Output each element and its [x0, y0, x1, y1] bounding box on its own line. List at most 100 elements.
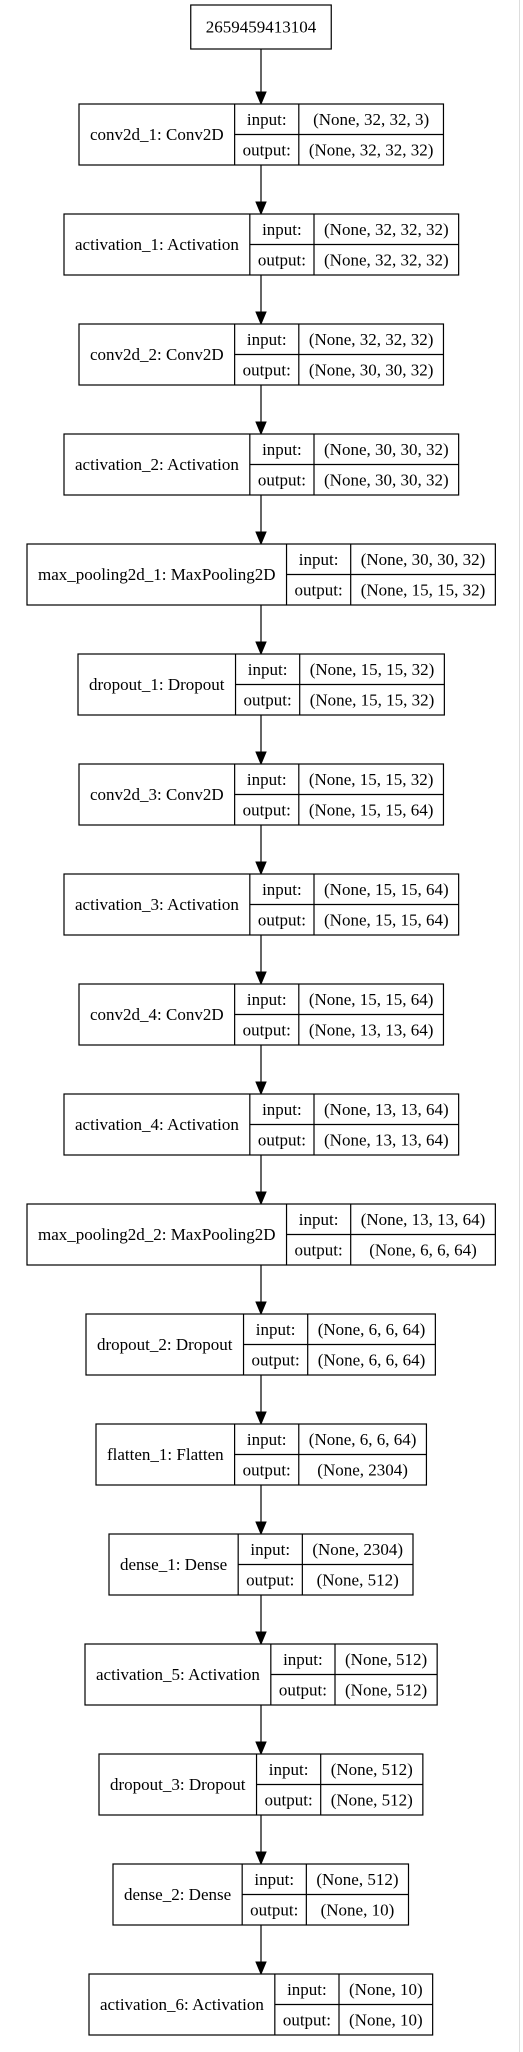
output-port-label: output:	[258, 470, 306, 489]
output-port-label: output:	[265, 1790, 313, 1809]
layer-name: max_pooling2d_2: MaxPooling2D	[38, 1225, 276, 1244]
output-port-label: output:	[243, 1460, 291, 1479]
output-shape-value: (None, 6, 6, 64)	[318, 1350, 426, 1369]
input-port-label: input:	[247, 1430, 287, 1449]
input-port-label: input:	[287, 1980, 327, 1999]
edge-arrow	[255, 1705, 267, 1756]
layer-node: flatten_1: Flatten input: output: (None, 6,…	[95, 1423, 428, 1486]
output-port-label: output:	[258, 1130, 306, 1149]
layer-node: dropout_2: Dropout input: output: (None, 6,…	[85, 1313, 436, 1376]
input-shape-value: (None, 13, 13, 64)	[361, 1210, 486, 1229]
input-port-label: input:	[262, 220, 302, 239]
layer-node: activation_4: Activation input: output: (No…	[63, 1093, 460, 1156]
output-port-label: output:	[279, 1680, 327, 1699]
output-shape-value: (None, 512)	[331, 1790, 413, 1809]
output-port-label: output:	[295, 580, 343, 599]
output-port-label: output:	[243, 140, 291, 159]
layer-name: max_pooling2d_1: MaxPooling2D	[38, 565, 276, 584]
output-port-label: output:	[258, 910, 306, 929]
input-shape-value: (None, 15, 15, 32)	[310, 660, 435, 679]
output-shape-value: (None, 13, 13, 64)	[324, 1130, 449, 1149]
input-port-label: input:	[299, 550, 339, 569]
output-shape-value: (None, 512)	[317, 1570, 399, 1589]
input-shape-value: (None, 30, 30, 32)	[324, 440, 449, 459]
output-shape-value: (None, 10)	[321, 1900, 395, 1919]
output-shape-value: (None, 10)	[349, 2010, 423, 2029]
input-shape-value: (None, 15, 15, 64)	[309, 990, 434, 1009]
layer-name: activation_4: Activation	[75, 1115, 239, 1134]
output-port-label: output:	[243, 360, 291, 379]
layer-name: conv2d_3: Conv2D	[90, 785, 224, 804]
layer-name: activation_6: Activation	[100, 1995, 264, 2014]
layer-node: max_pooling2d_1: MaxPooling2D input: outpu…	[26, 543, 496, 606]
input-port-label: input:	[247, 770, 287, 789]
output-shape-value: (None, 15, 15, 64)	[309, 800, 434, 819]
layer-node: max_pooling2d_2: MaxPooling2Dinput:outpu…	[26, 1203, 496, 1266]
input-shape-value: (None, 6, 6, 64)	[309, 1430, 417, 1449]
output-shape-value: (None, 32, 32, 32)	[309, 140, 434, 159]
input-port-label: input:	[247, 110, 287, 129]
input-port-label: input:	[247, 990, 287, 1009]
output-shape-value: (None, 13, 13, 64)	[309, 1020, 434, 1039]
layer-name: activation_2: Activation	[75, 455, 239, 474]
input-port-label: input:	[283, 1650, 323, 1669]
output-port-label: output:	[258, 250, 306, 269]
layer-name: activation_1: Activation	[75, 235, 239, 254]
layer-name: flatten_1: Flatten	[107, 1445, 224, 1464]
layer-name: dense_2: Dense	[124, 1885, 231, 1904]
edge-arrow	[255, 385, 267, 436]
layer-name: conv2d_1: Conv2D	[90, 125, 224, 144]
input-shape-value: (None, 512)	[331, 1760, 413, 1779]
layer-name: conv2d_2: Conv2D	[90, 345, 224, 364]
input-port-label: input:	[256, 1320, 296, 1339]
edge-arrow	[255, 165, 267, 216]
right-border-line	[519, 0, 520, 2052]
layer-node: conv2d_4: Conv2D input: output: (None, 15, …	[78, 983, 445, 1046]
model-id-label: 2659459413104	[206, 18, 317, 37]
input-port-label: input:	[262, 880, 302, 899]
input-shape-value: (None, 15, 15, 64)	[324, 880, 449, 899]
edge-arrow	[255, 1815, 267, 1866]
input-shape-value: (None, 10)	[349, 1980, 423, 1999]
layer-name: conv2d_4: Conv2D	[90, 1005, 224, 1024]
layer-name: dropout_2: Dropout	[97, 1335, 233, 1354]
input-shape-value: (None, 32, 32, 32)	[309, 330, 434, 349]
edge-arrow	[255, 715, 267, 766]
layer-name: dense_1: Dense	[120, 1555, 227, 1574]
output-shape-value: (None, 15, 15, 64)	[324, 910, 449, 929]
layer-node: activation_5: Activationinput:output:(No…	[84, 1643, 438, 1706]
input-shape-value: (None, 32, 32, 3)	[313, 110, 429, 129]
layer-name: activation_3: Activation	[75, 895, 239, 914]
edge-arrow	[255, 1155, 267, 1206]
output-shape-value: (None, 15, 15, 32)	[361, 580, 486, 599]
input-shape-value: (None, 6, 6, 64)	[318, 1320, 426, 1339]
edge-arrow	[255, 495, 267, 546]
output-shape-value: (None, 30, 30, 32)	[309, 360, 434, 379]
layer-node: activation_1: Activation input: output: (No…	[63, 213, 460, 276]
output-port-label: output:	[243, 1020, 291, 1039]
input-port-label: input:	[262, 440, 302, 459]
edge-arrow	[255, 49, 267, 106]
input-port-label: input:	[262, 1100, 302, 1119]
input-port-label: input:	[248, 660, 288, 679]
output-shape-value: (None, 30, 30, 32)	[324, 470, 449, 489]
output-shape-value: (None, 32, 32, 32)	[324, 250, 449, 269]
layer-node: activation_2: Activation input: output: (No…	[63, 433, 460, 496]
output-port-label: output:	[252, 1350, 300, 1369]
output-shape-value: (None, 2304)	[317, 1460, 408, 1479]
edge-arrow	[255, 935, 267, 986]
input-shape-value: (None, 13, 13, 64)	[324, 1100, 449, 1119]
output-shape-value: (None, 6, 6, 64)	[369, 1240, 477, 1259]
layer-name: dropout_1: Dropout	[89, 675, 225, 694]
input-port-label: input:	[269, 1760, 309, 1779]
input-shape-value: (None, 512)	[316, 1870, 398, 1889]
edge-arrow	[255, 275, 267, 326]
layer-node: conv2d_1: Conv2D input: output: (None, 32, …	[78, 103, 445, 166]
output-port-label: output:	[250, 1900, 298, 1919]
edge-arrow	[255, 1925, 267, 1976]
edge-arrow	[255, 825, 267, 876]
